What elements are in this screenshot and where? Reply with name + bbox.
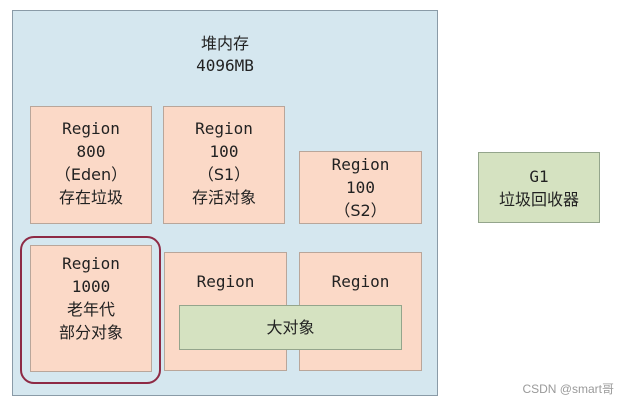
region-old-generation: Region 1000 老年代 部分对象 bbox=[30, 245, 152, 372]
region-note: 存在垃圾 bbox=[58, 188, 123, 207]
gc-name: G1 bbox=[529, 167, 549, 186]
region-size: 1000 bbox=[71, 277, 111, 296]
region-eden: Region 800 （Eden） 存在垃圾 bbox=[30, 106, 152, 224]
heap-title-block: 堆内存 4096MB bbox=[13, 33, 437, 77]
region-s2-text: Region 100 （S2） bbox=[300, 153, 421, 222]
watermark: CSDN @smart哥 bbox=[522, 382, 614, 396]
gc-label: 垃圾回收器 bbox=[498, 190, 579, 209]
region-kind: 老年代 bbox=[66, 300, 115, 319]
humongous-object-text: 大对象 bbox=[180, 316, 401, 339]
region-label: Region bbox=[195, 119, 253, 138]
heap-size: 4096MB bbox=[196, 56, 254, 75]
region-size: 100 bbox=[209, 142, 239, 161]
region-humongous-1-text: Region bbox=[165, 270, 286, 293]
region-label: Region bbox=[62, 119, 120, 138]
region-kind: （S1） bbox=[197, 165, 251, 184]
region-size: 100 bbox=[346, 178, 375, 197]
region-label: Region bbox=[196, 272, 255, 291]
g1-collector: G1 垃圾回收器 bbox=[478, 152, 600, 223]
region-s1-text: Region 100 （S1） 存活对象 bbox=[164, 117, 284, 209]
region-label: Region bbox=[331, 272, 390, 291]
region-s2: Region 100 （S2） bbox=[299, 151, 422, 224]
humongous-label: 大对象 bbox=[266, 318, 315, 337]
highlight-outline bbox=[20, 236, 161, 384]
region-size: 800 bbox=[76, 142, 106, 161]
region-note: 存活对象 bbox=[191, 188, 256, 207]
region-eden-text: Region 800 （Eden） 存在垃圾 bbox=[31, 117, 151, 209]
humongous-object: 大对象 bbox=[179, 305, 402, 350]
heap-title: 堆内存 bbox=[200, 34, 249, 53]
region-label: Region bbox=[331, 155, 390, 174]
region-note: 部分对象 bbox=[58, 323, 123, 342]
g1-collector-text: G1 垃圾回收器 bbox=[479, 165, 599, 211]
region-old-text: Region 1000 老年代 部分对象 bbox=[31, 252, 151, 344]
region-kind: （S2） bbox=[334, 201, 387, 220]
region-humongous-2-text: Region bbox=[300, 270, 421, 293]
region-kind: （Eden） bbox=[54, 165, 128, 184]
region-label: Region bbox=[62, 254, 120, 273]
region-s1: Region 100 （S1） 存活对象 bbox=[163, 106, 285, 224]
